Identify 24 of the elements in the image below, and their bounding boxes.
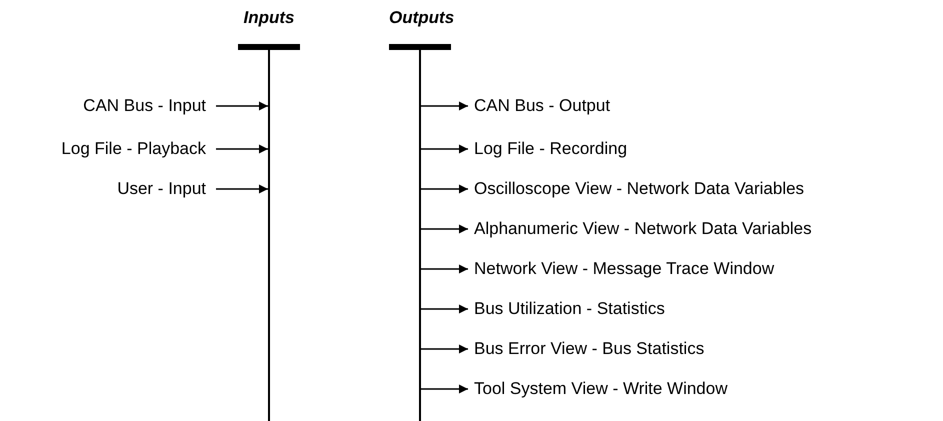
signal-label: User - Input [117, 179, 206, 199]
arrow [216, 102, 268, 110]
signal-label: Oscilloscope View - Network Data Variables [474, 179, 804, 199]
signal-label: Bus Utilization - Statistics [474, 299, 665, 319]
arrow [421, 224, 468, 234]
arrow [421, 102, 468, 110]
signal-label: CAN Bus - Output [474, 96, 610, 116]
arrow [216, 144, 268, 154]
signal-label: Log File - Playback [61, 139, 206, 159]
signal-label: Network View - Message Trace Window [474, 259, 774, 279]
column-heading: Inputs [242, 8, 296, 28]
signal-label: Log File - Recording [474, 139, 628, 159]
signal-label: Bus Error View - Bus Statistics [474, 339, 704, 359]
arrow [421, 184, 468, 194]
arrow [216, 184, 268, 194]
signal-label: Alphanumeric View - Network Data Variables [474, 219, 812, 239]
signal-label: CAN Bus - Input [83, 96, 206, 116]
arrow [421, 304, 468, 314]
column-heading: Outputs [389, 8, 451, 28]
signal-label: Tool System View - Write Window [474, 379, 728, 399]
arrow [421, 384, 468, 394]
arrow [421, 344, 468, 354]
arrow [421, 264, 468, 274]
arrow [421, 144, 468, 154]
